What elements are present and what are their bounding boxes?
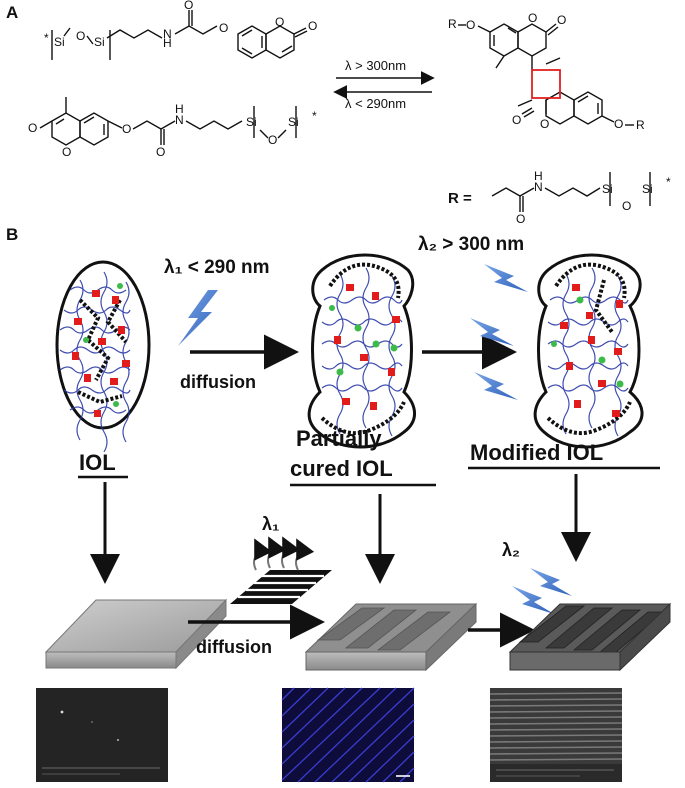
svg-text:O: O	[614, 117, 623, 131]
svg-text:O: O	[268, 133, 277, 147]
sem-micrograph-flat	[36, 688, 168, 782]
svg-text:O: O	[528, 11, 537, 25]
svg-text:H: H	[175, 102, 184, 116]
svg-text:*: *	[44, 31, 49, 45]
svg-text:O: O	[466, 18, 475, 32]
svg-text:Si: Si	[246, 115, 257, 129]
svg-text:Si: Si	[54, 35, 65, 49]
svg-text:O: O	[76, 29, 85, 43]
svg-text:H: H	[163, 36, 172, 50]
svg-text:O: O	[156, 145, 165, 159]
lambda1-label: λ₁ < 290 nm	[164, 257, 270, 278]
r-group-structure: O N H Si O Si *	[491, 169, 671, 226]
mask-light-arrows	[253, 536, 315, 571]
svg-text:O: O	[622, 199, 631, 213]
stage-iol-label: IOL	[79, 450, 116, 475]
svg-text:R: R	[636, 118, 645, 132]
svg-text:O: O	[516, 212, 525, 226]
light-bolt-icon	[178, 290, 218, 346]
svg-text:O: O	[122, 122, 131, 136]
svg-text:O: O	[512, 113, 521, 127]
partially-grooved-slab	[304, 602, 478, 672]
modified-lens	[533, 253, 644, 449]
bottom-lambda-label: λ₂	[502, 540, 520, 560]
svg-text:O: O	[184, 0, 193, 12]
bottom-bolts	[512, 568, 572, 614]
svg-text:O: O	[62, 145, 71, 159]
diffusion-bottom-label: diffusion	[196, 637, 272, 657]
svg-text:Si: Si	[602, 182, 613, 196]
lambda2-bolts	[470, 264, 528, 400]
svg-text:N: N	[163, 27, 172, 41]
svg-text:N: N	[534, 180, 543, 194]
stage-partial-label-1: Partially	[296, 426, 382, 451]
stage-modified-label: Modified IOL	[470, 440, 603, 465]
forward-condition: λ > 300nm	[345, 58, 406, 73]
svg-text:*: *	[312, 109, 317, 123]
r-definition-label: R =	[448, 190, 472, 207]
cyclobutane-ring	[531, 69, 561, 99]
svg-text:O: O	[557, 13, 566, 27]
modified-grooved-slab	[508, 602, 672, 672]
vertical-arrows	[90, 474, 591, 584]
svg-text:Si: Si	[288, 115, 299, 129]
mask-lambda-label: λ₁	[262, 514, 279, 534]
svg-text:O: O	[540, 117, 549, 131]
partially-cured-lens	[307, 253, 416, 449]
svg-text:Si: Si	[642, 182, 653, 196]
panel-a-label: A	[6, 3, 18, 22]
fluorescence-micrograph	[281, 687, 415, 783]
stage-partial-label-2: cured IOL	[290, 456, 393, 481]
coumarin-siloxane-bottom: O O O O N H Si O Si *	[28, 97, 317, 159]
svg-text:*: *	[666, 175, 671, 189]
sem-micrograph-grooved	[489, 688, 623, 782]
iol-lens	[55, 260, 151, 453]
flat-film-slab	[44, 598, 228, 670]
panel-b-label: B	[6, 225, 18, 244]
equilibrium-arrows	[333, 71, 435, 99]
svg-text:O: O	[28, 121, 37, 135]
svg-text:H: H	[534, 169, 543, 183]
cyclobutane-dimer: R O O O O O O R	[448, 11, 645, 132]
lambda2-label: λ₂ > 300 nm	[418, 234, 524, 255]
svg-text:Si: Si	[94, 35, 105, 49]
coumarin-siloxane-top: * Si O Si H N O O O O	[44, 0, 317, 60]
svg-text:O: O	[275, 15, 284, 29]
svg-text:N: N	[175, 113, 184, 127]
svg-text:O: O	[308, 19, 317, 33]
svg-text:R: R	[448, 17, 457, 31]
diffusion-top-label: diffusion	[180, 372, 256, 392]
svg-text:O: O	[219, 21, 228, 35]
photomask	[230, 570, 332, 604]
reverse-condition: λ < 290nm	[345, 96, 406, 111]
